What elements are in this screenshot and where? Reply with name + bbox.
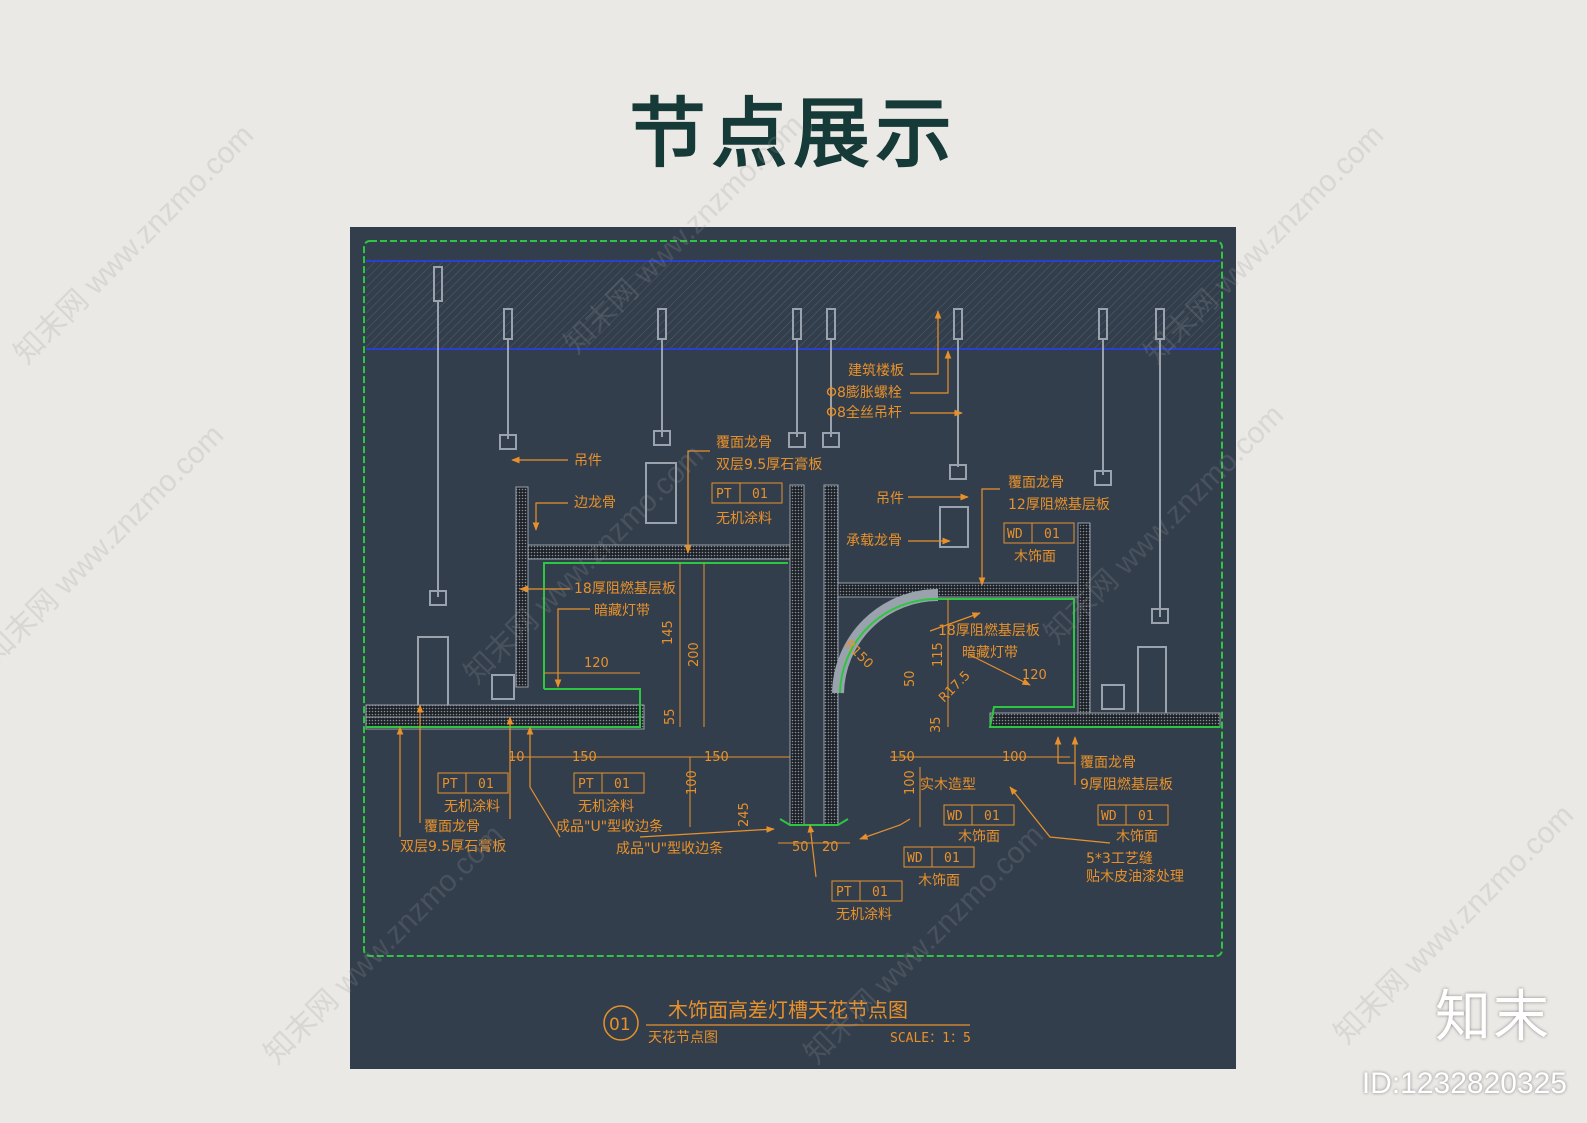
dim-120-left: 120 [584, 656, 609, 671]
annotation-labels: 建筑楼板 Φ8膨胀螺栓 Φ8全丝吊杆 吊件 边龙骨 覆面龙骨 双层9.5厚石膏板… [400, 363, 1184, 923]
label-gypsum-top: 双层9.5厚石膏板 [716, 456, 822, 473]
label-hanger-left: 吊件 [574, 453, 602, 469]
tag-wd-right: WD [1007, 527, 1023, 542]
cad-drawing: 建筑楼板 Φ8膨胀螺栓 Φ8全丝吊杆 吊件 边龙骨 覆面龙骨 双层9.5厚石膏板… [350, 227, 1236, 1069]
tag-pt-top: PT [716, 487, 732, 502]
label-paint-bm: 无机涂料 [578, 799, 634, 815]
tag-pt-bl: PT [442, 777, 458, 792]
watermark: 知末网 www.znzmo.com [0, 418, 231, 671]
label-veneer-top-right: 木饰面 [1014, 549, 1056, 565]
green-outlines [366, 562, 1220, 826]
leader-lines [396, 310, 1111, 878]
dim-120-right: 120 [1022, 668, 1047, 683]
label-u-trim-2: 成品"U"型收边条 [616, 840, 723, 857]
label-board12-right: 12厚阻燃基层板 [1008, 496, 1110, 513]
tag-pt-bottom: PT [836, 885, 852, 900]
label-floor-slab: 建筑楼板 [848, 363, 904, 379]
tag-num-bm: 01 [614, 777, 630, 792]
tag-num-top: 01 [752, 487, 768, 502]
tag-num-mid: 01 [984, 809, 1000, 824]
label-gap-finish: 贴木皮油漆处理 [1086, 869, 1184, 885]
dim-50-b: 50 [903, 670, 918, 687]
title-block: 01 木饰面高差灯槽天花节点图 天花节点图 SCALE：1：5 [603, 998, 971, 1046]
label-led-left: 暗藏灯带 [594, 603, 650, 619]
dim-35: 35 [929, 716, 944, 733]
dim-10: 10 [508, 750, 525, 765]
label-board18-left: 18厚阻燃基层板 [574, 580, 676, 597]
page-title: 节点展示 [629, 89, 958, 178]
label-board18-right: 18厚阻燃基层板 [938, 622, 1040, 639]
label-threaded-rod: Φ8全丝吊杆 [826, 404, 902, 421]
label-gap: 5*3工艺缝 [1086, 851, 1153, 867]
tag-pt-bm: PT [578, 777, 594, 792]
label-edge-keel: 边龙骨 [574, 495, 616, 511]
label-paint-top: 无机涂料 [716, 511, 772, 527]
tag-wd-br: WD [1101, 809, 1117, 824]
dim-55: 55 [663, 708, 678, 725]
dim-150-a: 150 [572, 750, 597, 765]
drawing-scale: SCALE：1：5 [890, 1031, 971, 1046]
dim-100-a: 100 [685, 770, 700, 795]
frame [363, 240, 1223, 957]
sheet-number: 01 [609, 1015, 631, 1035]
label-veneer-mid: 木饰面 [958, 829, 1000, 845]
brand-logo: 知末 [1435, 985, 1551, 1050]
tag-num-low: 01 [944, 851, 960, 866]
dim-20: 20 [822, 840, 839, 855]
label-veneer-low: 木饰面 [918, 873, 960, 889]
label-solid-wood: 实木造型 [920, 777, 976, 793]
tag-num-right: 01 [1044, 527, 1060, 542]
dim-100-b: 100 [1002, 750, 1027, 765]
label-led-right: 暗藏灯带 [962, 645, 1018, 661]
label-board9-br: 9厚阻燃基层板 [1080, 776, 1173, 793]
material-tags [437, 482, 1169, 902]
dim-245: 245 [737, 802, 752, 827]
dimension-lines [510, 563, 1070, 844]
label-main-keel: 承载龙骨 [846, 533, 902, 549]
tag-num-br: 01 [1138, 809, 1154, 824]
label-cover-keel-right: 覆面龙骨 [1008, 475, 1064, 491]
drawing-subtitle: 天花节点图 [648, 1030, 718, 1046]
label-cover-keel-top: 覆面龙骨 [716, 435, 772, 451]
sheet-number-circle [603, 1005, 639, 1041]
dim-200: 200 [687, 642, 702, 667]
material-tag-text: PT 01 WD 01 PT 01 PT 01 WD 01 WD 01 WD 0… [442, 487, 1154, 900]
tag-num-bl: 01 [478, 777, 494, 792]
label-paint-bottom: 无机涂料 [836, 907, 892, 923]
hanger-rods [417, 266, 1169, 716]
label-cover-keel-br: 覆面龙骨 [1080, 755, 1136, 771]
dim-150-b: 150 [704, 750, 729, 765]
label-u-trim-1: 成品"U"型收边条 [556, 818, 663, 835]
image-id: ID:1232820325 [1361, 1067, 1567, 1100]
label-cover-keel-bl: 覆面龙骨 [424, 819, 480, 835]
dim-50: 50 [792, 840, 809, 855]
dim-145: 145 [661, 620, 676, 645]
drawing-title: 木饰面高差灯槽天花节点图 [668, 998, 908, 1022]
label-hanger-right: 吊件 [876, 491, 904, 507]
dim-115: 115 [931, 642, 946, 667]
label-paint-bl: 无机涂料 [444, 799, 500, 815]
dim-100-c: 100 [903, 770, 918, 795]
tag-wd-mid: WD [947, 809, 963, 824]
dim-150-c: 150 [890, 750, 915, 765]
label-expansion-bolt: Φ8膨胀螺栓 [826, 384, 902, 401]
label-gypsum-bl: 双层9.5厚石膏板 [400, 838, 506, 855]
label-veneer-br: 木饰面 [1116, 829, 1158, 845]
tag-num-bottom: 01 [872, 885, 888, 900]
tag-wd-low: WD [907, 851, 923, 866]
